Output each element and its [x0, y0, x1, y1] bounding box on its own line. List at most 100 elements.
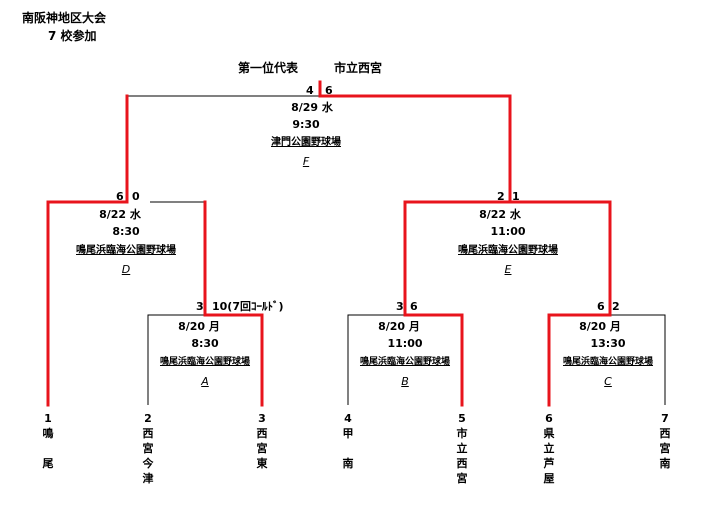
champion-team: 市立西宮 [334, 61, 383, 75]
match-B-day: 月 [408, 320, 420, 333]
team-name-char: 西 [142, 427, 154, 440]
team-name-char: 尾 [42, 457, 54, 470]
team-1: 1 鳴 尾 [40, 411, 56, 471]
bracket-winner-lines [46, 80, 612, 407]
team-2: 2 西 宮 今 津 [140, 411, 156, 486]
match-A-datetime: 8/20 月 [178, 320, 220, 333]
team-name-char: 南 [342, 457, 354, 470]
score-A-right: 10(7回ｺｰﾙﾄﾞ) [212, 300, 284, 313]
match-A-code: A [201, 375, 209, 388]
match-C-datetime: 8/20 月 [579, 320, 621, 333]
participant-count: 7 校参加 [48, 29, 97, 43]
team-name-char: 津 [142, 472, 154, 485]
score-B-right: 6 [410, 300, 418, 313]
win-team5-B-E [403, 200, 512, 407]
score-E-left: 2 [497, 190, 505, 203]
score-F-left: 4 [306, 84, 314, 97]
win-team6-C-E [508, 200, 612, 407]
team-name-char [340, 441, 356, 456]
team-name-char: 県 [543, 427, 555, 440]
team-number: 3 [258, 412, 266, 425]
team-number: 6 [545, 412, 553, 425]
team-name-char: 芦 [543, 457, 555, 470]
team-name-char: 東 [256, 457, 268, 470]
match-E-day: 水 [509, 208, 521, 221]
line-team2-A [147, 314, 205, 405]
score-A-left: 3 [196, 300, 204, 313]
team-name-char: 西 [456, 457, 468, 470]
score-D-left: 6 [116, 190, 124, 203]
team-name-char: 西 [659, 427, 671, 440]
match-D-date: 8/22 [99, 208, 127, 221]
team-number: 1 [44, 412, 52, 425]
match-A-day: 月 [208, 320, 220, 333]
match-D-datetime: 8/22 水 [99, 208, 141, 221]
tournament-title: 南阪神地区大会 [22, 11, 107, 25]
team-name-char: 甲 [342, 427, 354, 440]
match-F-date: 8/29 [291, 101, 319, 114]
match-F-datetime: 8/29 水 [291, 101, 333, 114]
team-name-char: 市 [456, 427, 468, 440]
team-7: 7 西 宮 南 [657, 411, 673, 471]
team-name-char: 宮 [256, 442, 268, 455]
team-name-char: 南 [659, 457, 671, 470]
match-E-code: E [504, 263, 512, 276]
match-E-date: 8/22 [479, 208, 507, 221]
match-F-venue: 津門公園野球場 [271, 137, 341, 148]
score-F-right: 6 [325, 84, 333, 97]
match-C-venue: 鳴尾浜臨海公園野球場 [562, 357, 654, 367]
team-name-char: 鳴 [42, 427, 54, 440]
match-C-code: C [604, 375, 612, 388]
line-team7-C [610, 314, 666, 405]
score-C-right: 2 [612, 300, 620, 313]
team-name-char: 立 [543, 442, 555, 455]
team-name-char: 西 [256, 427, 268, 440]
match-B-datetime: 8/20 月 [378, 320, 420, 333]
match-A-date: 8/20 [178, 320, 206, 333]
team-name-char [40, 441, 56, 456]
team-name-char: 宮 [456, 472, 468, 485]
match-B-code: B [401, 375, 409, 388]
line-team4-B [347, 314, 405, 405]
score-B-left: 3 [396, 300, 404, 313]
win-team3-A-D [203, 200, 264, 407]
match-B-venue: 鳴尾浜臨海公園野球場 [359, 357, 451, 367]
team-name-char: 今 [142, 457, 154, 470]
match-D-code: D [121, 263, 131, 276]
match-A-venue: 鳴尾浜臨海公園野球場 [159, 357, 251, 367]
match-E-time: 11:00 [490, 225, 526, 238]
win-E-F-champion [318, 80, 512, 204]
match-B-date: 8/20 [378, 320, 406, 333]
match-C-date: 8/20 [579, 320, 607, 333]
match-B-time: 11:00 [387, 337, 423, 350]
team-5: 5 市 立 西 宮 [454, 411, 470, 486]
champion-label: 第一位代表 [238, 61, 299, 75]
match-F-code: F [302, 155, 310, 168]
match-F-day: 水 [321, 101, 333, 114]
team-name-char: 立 [456, 442, 468, 455]
match-C-day: 月 [609, 320, 621, 333]
team-6: 6 県 立 芦 屋 [541, 411, 557, 486]
team-number: 7 [661, 412, 669, 425]
match-A-time: 8:30 [191, 337, 219, 350]
team-number: 5 [458, 412, 466, 425]
match-C-time: 13:30 [590, 337, 626, 350]
score-E-right: 1 [512, 190, 520, 203]
team-number: 2 [144, 412, 152, 425]
match-D-day: 水 [129, 208, 141, 221]
team-name-char: 宮 [142, 442, 154, 455]
match-D-time: 8:30 [112, 225, 140, 238]
score-D-right: 0 [132, 190, 140, 203]
match-F-time: 9:30 [292, 118, 320, 131]
team-name-char: 宮 [659, 442, 671, 455]
match-E-datetime: 8/22 水 [479, 208, 521, 221]
win-team1-D [46, 200, 129, 407]
match-D-venue: 鳴尾浜臨海公園野球場 [76, 245, 176, 256]
team-3: 3 西 宮 東 [254, 411, 270, 471]
team-number: 4 [344, 412, 352, 425]
score-C-left: 6 [597, 300, 605, 313]
team-4: 4 甲 南 [340, 411, 356, 471]
team-name-char: 屋 [543, 472, 555, 485]
match-E-venue: 鳴尾浜臨海公園野球場 [458, 245, 558, 256]
